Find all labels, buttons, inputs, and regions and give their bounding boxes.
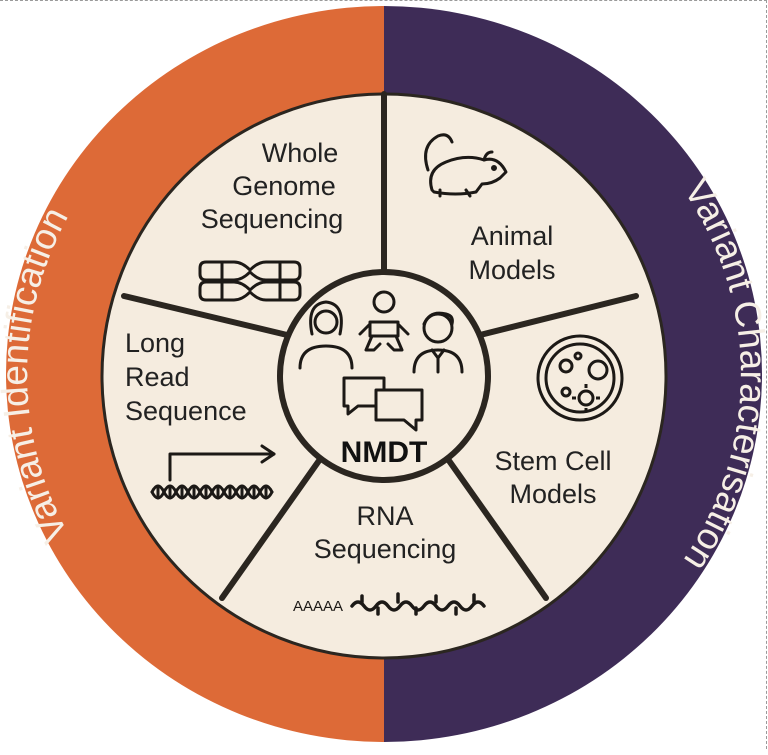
segment-label-line: Long: [125, 328, 185, 358]
segment-label-line: Stem Cell: [494, 446, 611, 476]
segment-label-line: Genome: [232, 171, 336, 201]
man-icon: [412, 311, 464, 374]
chromosomes-icon: [198, 260, 302, 302]
mouse-icon: [424, 133, 508, 198]
rna-strand-icon: [350, 592, 486, 616]
segment-label-line: Animal: [471, 221, 554, 251]
segment-whole-genome-sequencing: Whole Genome Sequencing: [198, 138, 344, 302]
segment-rna-sequencing: RNA Sequencing AAAAA: [293, 501, 486, 616]
segment-dividers: [121, 91, 639, 601]
segment-animal-models: Animal Models: [424, 133, 556, 285]
dna-arrow-icon: [150, 444, 276, 500]
center-circle: [277, 269, 491, 483]
segment-label-line: Read: [125, 362, 190, 392]
segment-label-line: RNA: [356, 501, 413, 531]
nmdt-label: NMDT: [341, 436, 428, 469]
segment-long-read-sequence: Long Read Sequence: [125, 328, 276, 500]
segment-label-line: Sequencing: [201, 204, 344, 234]
segment-label-line: Models: [509, 479, 596, 509]
segment-label-line: Sequence: [125, 396, 247, 426]
segment-label-line: Sequencing: [314, 534, 457, 564]
chat-bubbles-icon: [342, 376, 424, 432]
segment-stem-cell-models: Stem Cell Models: [494, 334, 624, 509]
poly-a-tail-label: AAAAA: [293, 598, 343, 615]
segment-label-line: Whole: [262, 138, 339, 168]
segment-label-line: Models: [468, 255, 555, 285]
baby-icon: [358, 290, 410, 352]
woman-icon: [298, 300, 354, 370]
petri-dish-icon: [536, 334, 624, 422]
